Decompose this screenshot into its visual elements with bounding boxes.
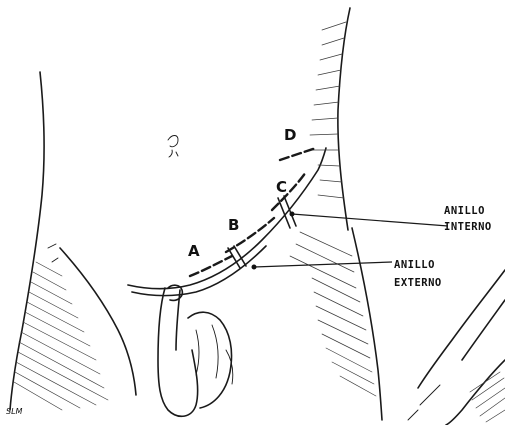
inguinal-ligament bbox=[128, 148, 326, 296]
letter-b: B bbox=[228, 216, 239, 234]
navel bbox=[168, 136, 178, 158]
external-ring-label-line1: ANILLO bbox=[394, 259, 435, 271]
internal-ring-label-line1: ANILLO bbox=[444, 205, 485, 217]
letter-a: A bbox=[188, 242, 200, 260]
torso-outline bbox=[10, 8, 382, 420]
incision-lines bbox=[190, 148, 316, 276]
artist-signature: SLM bbox=[6, 407, 23, 416]
external-ring-label-line2: EXTERNO bbox=[394, 277, 442, 289]
letter-c: C bbox=[276, 178, 287, 196]
shading-left bbox=[14, 262, 108, 410]
genitalia bbox=[158, 285, 233, 416]
right-thigh-lines bbox=[408, 270, 505, 425]
shading-right-lower bbox=[290, 232, 376, 396]
incision-d bbox=[280, 148, 316, 160]
letter-d: D bbox=[284, 126, 296, 144]
internal-ring-label-line2: INTERNO bbox=[444, 221, 492, 233]
